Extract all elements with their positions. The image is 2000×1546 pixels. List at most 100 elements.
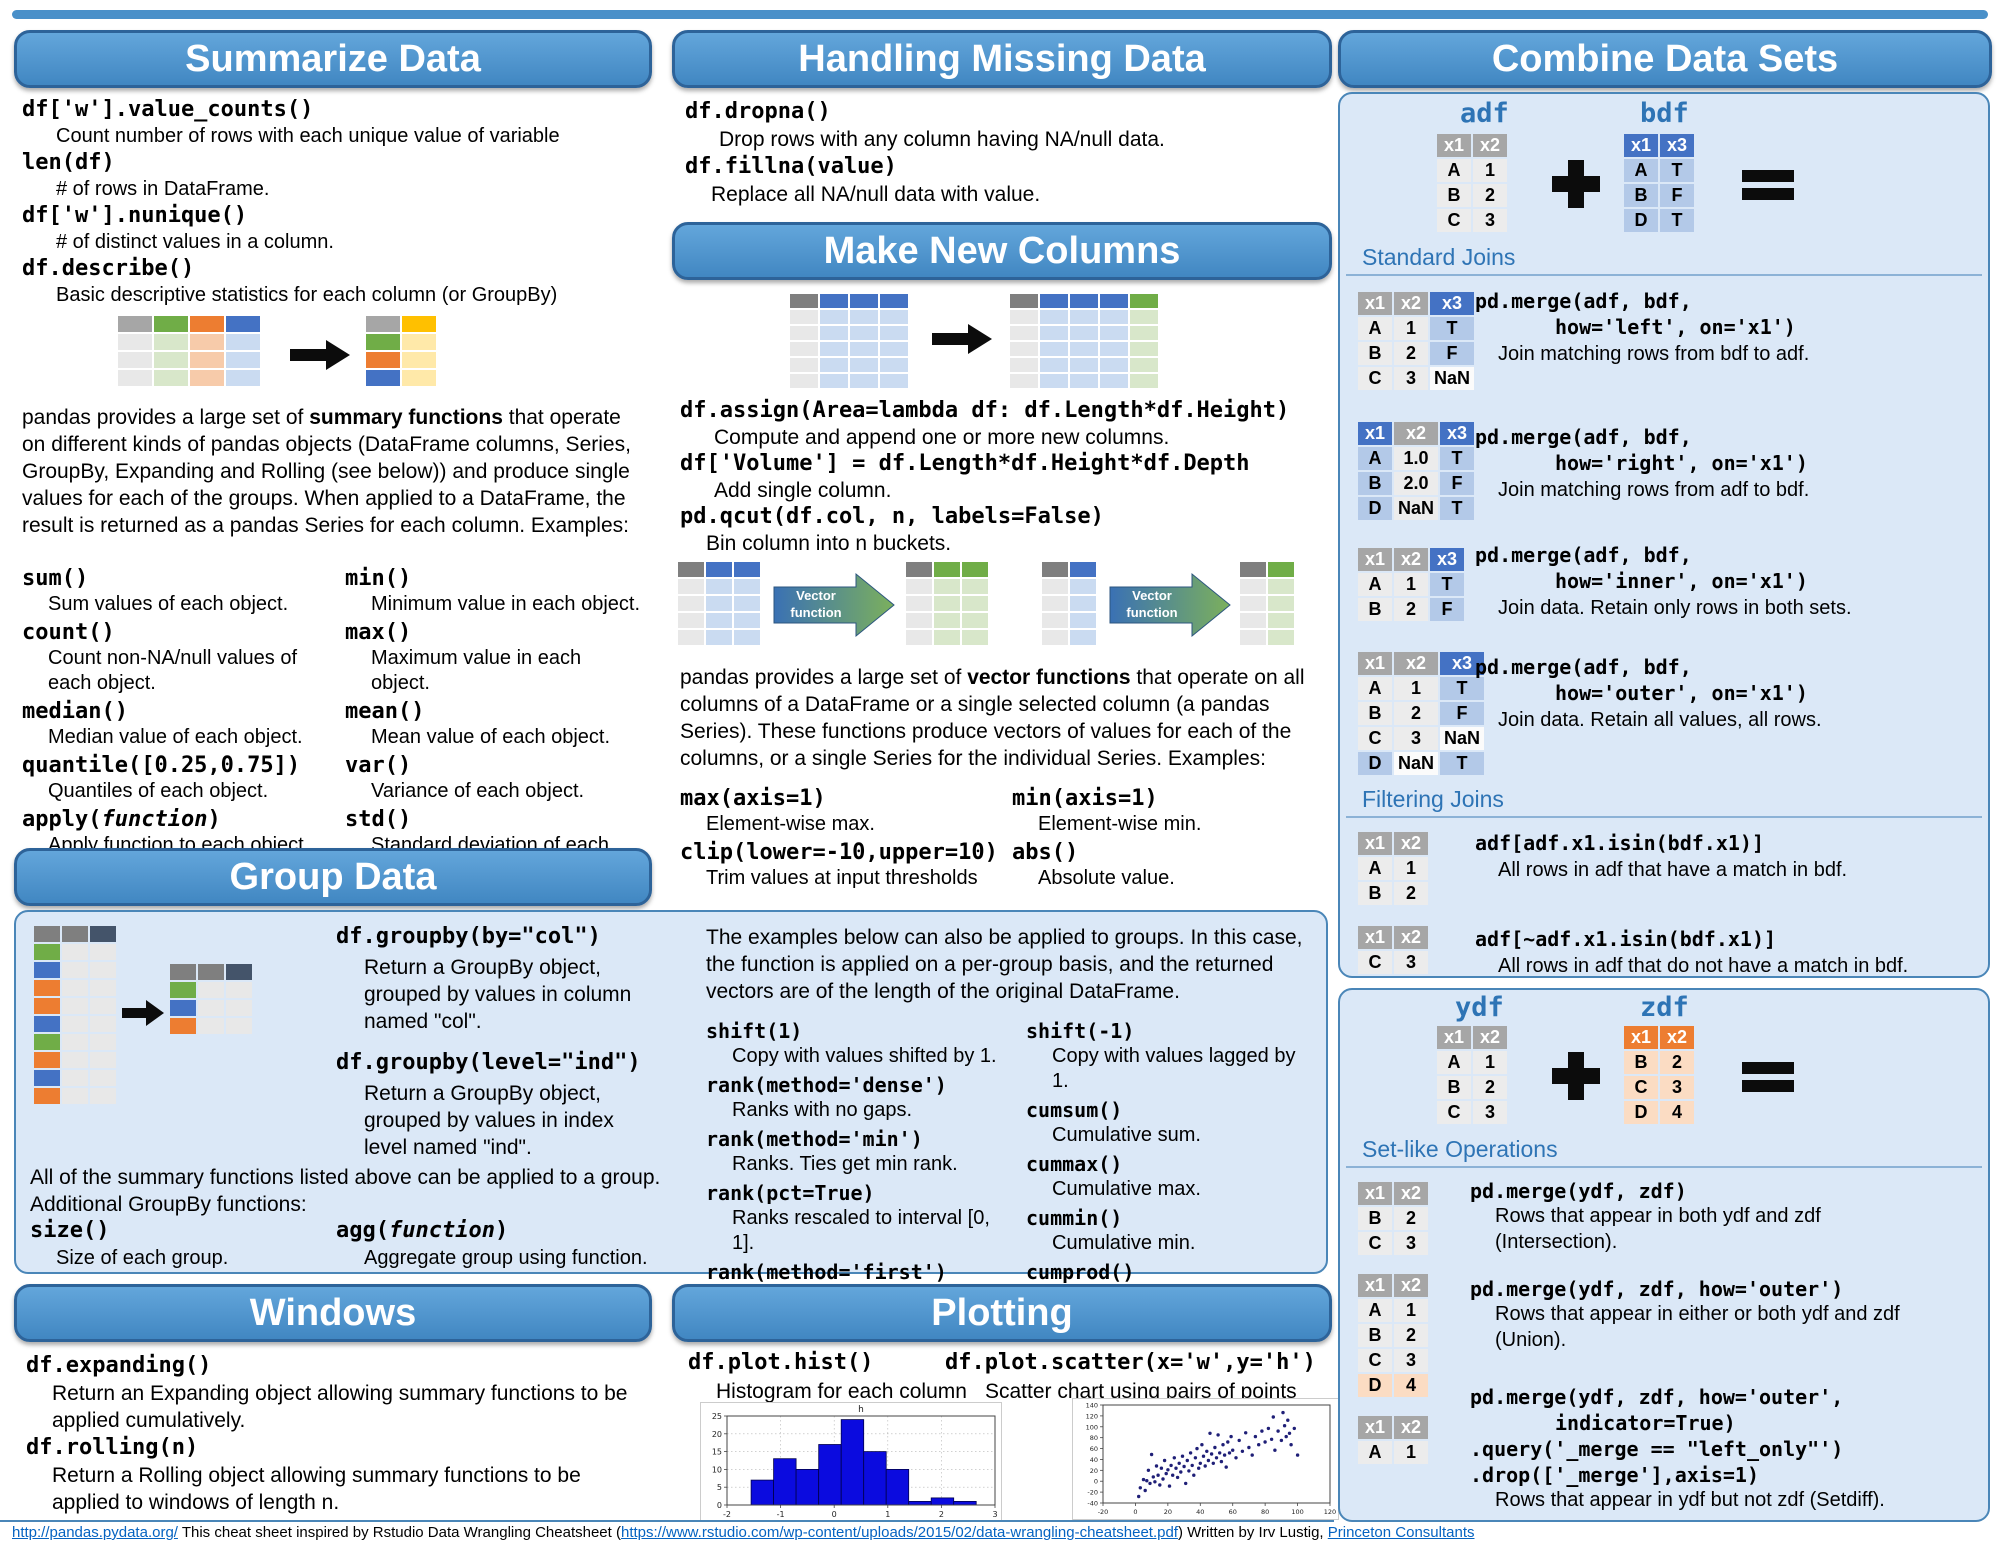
grid-cell	[1130, 358, 1158, 372]
table-header-cell: x1	[1437, 1026, 1471, 1049]
code-line: indicator=True)	[1555, 1411, 1736, 1435]
table-cell: F	[1430, 342, 1475, 365]
arrow-right-icon	[122, 1000, 164, 1026]
grid-cell	[190, 352, 224, 368]
group-note: All of the summary functions listed abov…	[30, 1166, 661, 1189]
table-header-cell: x3	[1430, 292, 1475, 315]
rstudio-cheatsheet-link[interactable]: https://www.rstudio.com/wp-content/uploa…	[620, 1524, 1178, 1541]
table-cell: 1	[1394, 1441, 1428, 1464]
vector-input-table	[678, 562, 760, 645]
svg-text:25: 25	[712, 1412, 722, 1421]
grid-cell	[1040, 326, 1068, 340]
grid-cell	[850, 358, 878, 372]
code-desc: Scatter chart using pairs of points	[985, 1380, 1297, 1403]
table-header-cell: x2	[1394, 548, 1428, 571]
summary-functions-paragraph: pandas provides a large set of summary f…	[22, 404, 640, 539]
table-cell: 1	[1394, 317, 1428, 340]
grid-cell	[1010, 358, 1038, 372]
grid-cell	[154, 352, 188, 368]
code-line: .query('_merge == "left_only"')	[1470, 1437, 1844, 1461]
code-line: pd.merge(adf, bdf,	[1475, 289, 1692, 313]
grid-cell	[34, 1052, 60, 1068]
grid-cell	[934, 562, 960, 577]
code-line: df.rolling(n)	[26, 1435, 199, 1460]
table-cell: A	[1358, 857, 1392, 880]
equals-icon	[1742, 1062, 1794, 1092]
grid-cell	[170, 982, 196, 998]
code-line: how='outer', on='x1')	[1555, 681, 1808, 705]
grid-cell	[906, 613, 932, 628]
table-cell: 2	[1394, 882, 1428, 905]
code-line: df.assign(Area=lambda df: df.Length*df.H…	[680, 398, 1290, 423]
princeton-consultants-link[interactable]: Princeton Consultants	[1327, 1524, 1475, 1541]
grid-cell	[366, 334, 400, 350]
svg-text:-20: -20	[1087, 1489, 1098, 1497]
table-cell: A	[1358, 447, 1392, 470]
grid-cell	[226, 370, 260, 386]
grid-cell	[198, 1000, 224, 1016]
table-cell: T	[1430, 573, 1464, 596]
table-cell: T	[1430, 317, 1475, 340]
code-line: pd.qcut(df.col, n, labels=False)	[680, 504, 1104, 529]
table-header-cell: x2	[1473, 134, 1507, 157]
grid-cell	[226, 334, 260, 350]
grid-cell	[1070, 630, 1096, 645]
code-desc: Drop rows with any column having NA/null…	[719, 128, 1165, 151]
code-desc: Return an Expanding object allowing summ…	[52, 1382, 628, 1432]
section-header-missing: Handling Missing Data	[672, 30, 1332, 88]
table-header-cell: x1	[1358, 1274, 1392, 1297]
code-line: pd.merge(ydf, zdf, how='outer')	[1470, 1277, 1844, 1301]
table-header-cell: x2	[1394, 1274, 1428, 1297]
grid-cell	[118, 316, 152, 332]
grid-cell	[34, 980, 60, 996]
grid-cell	[90, 962, 116, 978]
table-cell: 3	[1394, 1349, 1428, 1372]
grid-cell	[226, 316, 260, 332]
code-desc: Add single column.	[714, 479, 892, 502]
table-cell: 1	[1394, 857, 1428, 880]
code-desc: All rows in adf that have a match in bdf…	[1498, 859, 1848, 881]
grid-cell	[402, 334, 436, 350]
grid-cell	[1070, 596, 1096, 611]
svg-text:function: function	[1126, 605, 1177, 620]
grid-cell	[1100, 310, 1128, 324]
grid-cell	[1042, 596, 1068, 611]
table-cell: 2.0	[1394, 472, 1439, 495]
grid-cell	[820, 326, 848, 340]
grid-cell	[366, 370, 400, 386]
adf-label: adf	[1460, 98, 1509, 129]
grid-cell	[1100, 358, 1128, 372]
grid-cell	[62, 1052, 88, 1068]
grid-cell	[1070, 613, 1096, 628]
code-line: size()	[30, 1218, 110, 1243]
grid-cell	[934, 630, 960, 645]
grid-cell	[1042, 613, 1068, 628]
grid-cell	[62, 926, 88, 942]
table-cell: C	[1437, 209, 1471, 232]
grid-cell	[734, 596, 760, 611]
table-cell: D	[1358, 1374, 1392, 1397]
grid-cell	[706, 613, 732, 628]
code-line: adf[~adf.x1.isin(bdf.x1)]	[1475, 927, 1777, 951]
grid-cell	[820, 310, 848, 324]
grid-cell	[90, 926, 116, 942]
table-header-cell: x1	[1624, 1026, 1658, 1049]
code-line: pd.merge(adf, bdf,	[1475, 425, 1692, 449]
grid-cell	[678, 579, 704, 594]
pandas-site-link[interactable]: http://pandas.pydata.org/	[12, 1524, 178, 1541]
footer-text: This cheat sheet inspired by Rstudio Dat…	[177, 1524, 621, 1541]
code-desc: Join matching rows from bdf to adf.	[1498, 343, 1810, 365]
grid-cell	[1130, 294, 1158, 308]
table-header-cell: x1	[1358, 652, 1392, 675]
divider	[1346, 274, 1982, 276]
code-line: pd.merge(ydf, zdf)	[1470, 1179, 1687, 1203]
grid-cell	[118, 352, 152, 368]
table-cell: C	[1624, 1076, 1658, 1099]
svg-text:20: 20	[1164, 1508, 1172, 1516]
code-line: .drop(['_merge'],axis=1)	[1470, 1463, 1759, 1487]
code-line: df.plot.hist()	[688, 1350, 874, 1375]
section-header-combine: Combine Data Sets	[1338, 30, 1992, 88]
